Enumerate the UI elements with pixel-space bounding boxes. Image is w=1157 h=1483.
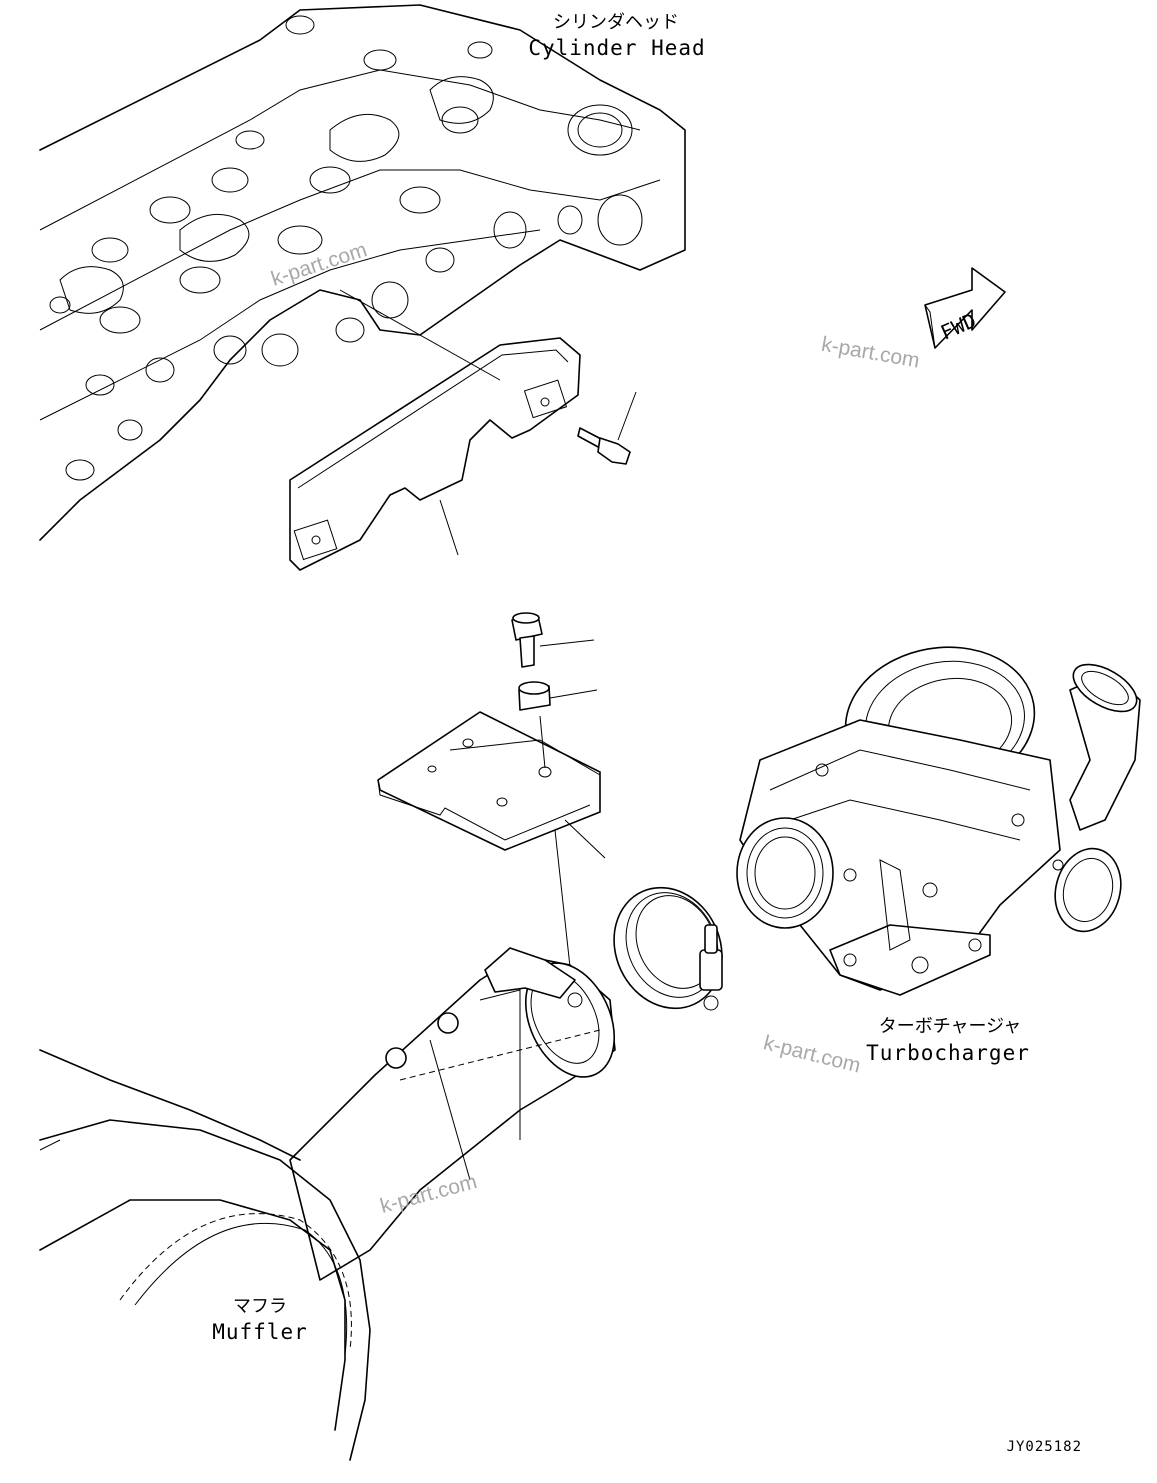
mounting-bolt xyxy=(511,612,595,668)
turbocharger-drawing xyxy=(736,646,1141,996)
exhaust-pipe-drawing xyxy=(289,947,616,1281)
muffler-label-jp: マフラ xyxy=(233,1296,287,1317)
lower-bracket xyxy=(377,711,606,986)
watermark: k-part.com xyxy=(761,1031,863,1077)
drawing-code: JY025182 xyxy=(1007,1439,1082,1455)
watermark: k-part.com xyxy=(268,238,369,291)
cylinder-head-drawing xyxy=(39,4,686,541)
turbocharger-label-en: Turbocharger xyxy=(866,1041,1030,1065)
flange-bolt-upper xyxy=(577,391,637,465)
muffler-label-en: Muffler xyxy=(212,1320,308,1344)
leader-line xyxy=(339,289,501,381)
turbocharger-label-jp: ターボチャージャ xyxy=(879,1016,1022,1037)
muffler-drawing xyxy=(39,1049,371,1461)
forward-arrow-icon: FWD xyxy=(924,267,1006,349)
cylinder-head-label-en: Cylinder Head xyxy=(528,36,705,60)
spacer-collar xyxy=(518,681,598,711)
watermark: k-part.com xyxy=(820,333,922,373)
cylinder-head-label-jp: シリンダヘッド xyxy=(553,12,679,33)
v-band-clamp xyxy=(613,886,723,1011)
heat-shield-cover-plate xyxy=(289,337,581,571)
leader-line xyxy=(439,499,459,556)
